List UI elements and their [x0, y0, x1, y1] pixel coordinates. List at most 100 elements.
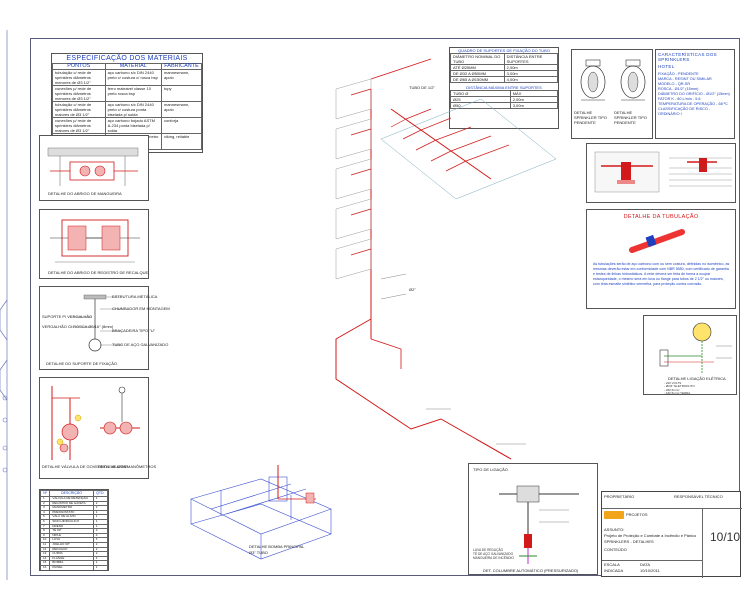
subject-text: Projeto de Proteção e Combate a Incêndio…: [604, 533, 697, 538]
pipe-connection-detail: [586, 143, 736, 203]
legend-header-qty: QTD.: [92, 490, 108, 497]
table-row: tubulação c/ rede de sprinklers diâmetro…: [52, 69, 203, 86]
support-left-2: VERGALHÃO C/ ROSCA Ø5/16" (8mm): [42, 324, 114, 329]
table-row: conexões p/ rede de sprinklers diâmetros…: [52, 117, 203, 134]
cell: aço carbono s/c DIN 2440 preto c/ costur…: [104, 101, 162, 118]
scale-label: ESCALA: [604, 562, 620, 567]
cell: tupy: [160, 85, 203, 102]
support-label-1: ESTRUTURA METÁLICA: [112, 294, 158, 299]
cell: ferro maleável classe 10 preto rosca bsp: [104, 85, 162, 102]
legend-cell: 1: [92, 564, 108, 570]
cell: conexões p/ rede de sprinklers diâmetros…: [52, 117, 106, 134]
detail-2-caption: DETALHE DO ABRIGO DE REGISTRO DE RECALQU…: [48, 270, 149, 275]
legend-header-num: Nº: [40, 490, 51, 497]
company-name: PROJETOS: [626, 512, 648, 517]
valve-caption-b: DETALHE DOS MANÔMETROS: [98, 464, 157, 469]
table-row: tubulação c/ rede de sprinklers diâmetro…: [52, 101, 203, 118]
date-value: 10/10/2011: [640, 568, 660, 573]
sprinkler-head-2: [620, 59, 646, 101]
support-caption: DETALHE DO SUPORTE DE FIXAÇÃO: [46, 361, 117, 366]
tubing-drawing: [629, 229, 685, 253]
cell: conexões p/ rede de sprinklers diâmetros…: [52, 85, 106, 102]
detail-valve: DETALHE VÁLVULA DE GOVERNO E ALARME DETA…: [39, 377, 156, 479]
valve-line: TÊ DE AÇO GALVANIZADO: [473, 552, 514, 556]
mid-pipe-label: Ø2": [409, 287, 416, 292]
sprinkler-char-title: CARACTERÍSTICAS DOS SPRINKLERS: [658, 52, 717, 62]
valve-detail-title: TIPO DE LIGAÇÃO: [473, 467, 508, 472]
subject-sub: SPRINKLERS - DETALHES: [604, 539, 654, 544]
support-table-title: QUADRO DE SUPORTES DE FIXAÇÃO DO TUBO: [458, 48, 550, 53]
valve-connection-drawing: [499, 485, 579, 564]
top-pipe-label: TUBO DE 1/2": [409, 85, 435, 90]
sprinkler-grid: [380, 98, 557, 200]
sprinkler-char-line: MARCA - RESINT OU SIMILAR: [658, 77, 712, 81]
sprinkler-isometric: [335, 58, 557, 460]
sheet-number: 10/10: [710, 530, 741, 544]
scale-value: INDICADA: [604, 568, 624, 573]
electric-note: - 1#2,5mm² TERRA: [664, 391, 691, 396]
subject-label: ASSUNTO:: [604, 527, 625, 532]
electric-caption: DETALHE LIGAÇÃO ELÉTRICA: [668, 376, 726, 381]
electric-note: - Ø3/4" ELETRODUTO: [664, 384, 695, 389]
recalque-drawing: [50, 219, 140, 263]
cell: viking, reliable: [160, 133, 203, 150]
sprinkler-heads-detail: DETALHE SPRINKLER TIPO PENDENTE DETALHE …: [571, 49, 653, 139]
company-logo: [604, 511, 624, 519]
table-row: conexões p/ rede de sprinklers diâmetros…: [52, 85, 203, 102]
support-subtable-title: DISTÂNCIA MÁXIMA ENTRE SUPORTES: [466, 85, 542, 90]
drawing-sheet: ESPECIFICAÇÃO DOS MATERIAIS PONTOS MATER…: [30, 38, 742, 578]
cell: mannesmann, apolo: [160, 69, 203, 86]
electric-note: - 2#2,5mm²: [664, 387, 680, 392]
valve-drawing: [51, 386, 140, 460]
date-label: DATA: [640, 562, 651, 567]
support-label-4: TUBO DE AÇO GALVANIZADO: [112, 342, 169, 347]
tubing-detail: DETALHE DA TUBULAÇÃO As tubulações serão…: [586, 209, 736, 309]
sprinkler-char-line: MODELO - QR-SR: [658, 82, 691, 86]
detail-support: ESTRUTURA METÁLICA CHUMBADOR EM MONTAGEM…: [39, 286, 170, 370]
materials-header-maker: FABRICANTE: [160, 63, 203, 70]
sprinkler-char-line: FIXAÇÃO - PENDENTE: [658, 72, 699, 76]
electric-note: - 220 VOLTS: [664, 381, 682, 385]
valve-caption-a: DETALHE VÁLVULA DE GOVERNO E ALARME: [42, 464, 129, 469]
cell: 4,00m: [503, 76, 559, 83]
pump-room-isometric: [190, 465, 332, 560]
sprinkler-char-line: TEMPERATURA DE OPERAÇÃO - 68 ºC: [658, 102, 728, 106]
support-distance-table: QUADRO DE SUPORTES DE FIXAÇÃO DO TUBO DI…: [449, 47, 559, 129]
electric-detail: DETALHE LIGAÇÃO ELÉTRICA - 220 VOLTS- Ø3…: [643, 315, 737, 395]
detail-1-caption: DETALHE DO ABRIGO DE MANGUEIRA: [48, 191, 122, 196]
tech-label: RESPONSÁVEL TÉCNICO: [674, 494, 723, 499]
cell: aço carbono forjado ASTM A-234 ponta bis…: [104, 117, 162, 134]
support-left-1: SUPORTE P/ VERGALHÃO: [42, 314, 93, 319]
sheet-margin: [0, 30, 8, 580]
tubing-title: DETALHE DA TUBULAÇÃO: [623, 214, 699, 220]
detail-recalque-cabinet: DETALHE DO ABRIGO DE REGISTRO DE RECALQU…: [39, 209, 149, 279]
electric-drawing: [659, 322, 732, 374]
sprinkler-char-line: CLASSIFICAÇÃO DE RISCO - ORDINÁRIO I: [658, 107, 711, 116]
sprinkler-char-line: DIÂMETRO DO ORIFÍCIO - Ø1/2" (15mm): [658, 92, 730, 96]
detail-hose-cabinet: DETALHE DO ABRIGO DE MANGUEIRA: [39, 135, 149, 201]
cell: 3,00m: [509, 102, 559, 109]
pipe-connection-drawing: [594, 151, 732, 193]
floor-branches: [350, 88, 372, 256]
support-label-3: BRAÇADEIRA TIPO "U": [112, 328, 155, 333]
valve-line: LUVA DE REDUÇÃO: [473, 548, 504, 552]
support-label-2: CHUMBADOR EM MONTAGEM: [112, 306, 170, 311]
sprinkler-detail-2: DETALHE SPRINKLER TIPO PENDENTE: [614, 110, 648, 125]
pump-room-sub: Ø3" TUBO: [249, 550, 268, 555]
sprinkler-head-1: [580, 59, 606, 101]
legend-cell: PAINEL: [49, 564, 94, 570]
cell: mannesmann, apolo: [160, 101, 203, 118]
valve-line: MANGUEIRA DE INCÊNDIO: [473, 556, 514, 560]
pump-room-caption: DETALHE BOMBA PRINCIPAL: [249, 544, 305, 549]
title-block: PROPRIETÁRIO RESPONSÁVEL TÉCNICO PROJETO…: [601, 491, 742, 578]
